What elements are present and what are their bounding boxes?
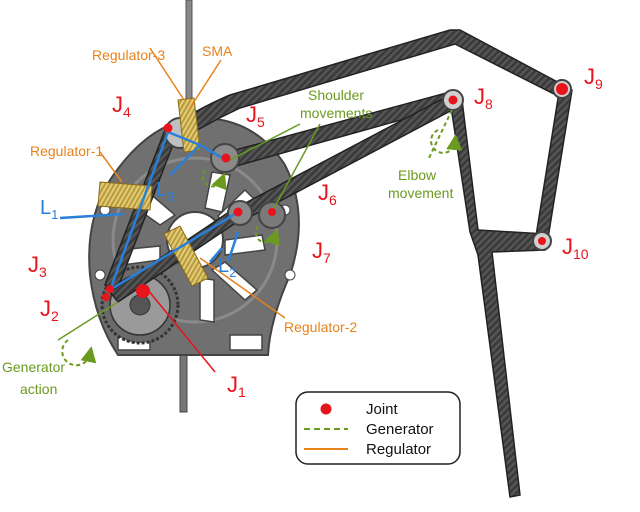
label-j5: J5	[246, 102, 265, 130]
legend-generator-label: Generator	[366, 421, 434, 438]
joint-dot-j9	[556, 83, 568, 95]
label-j8: J8	[474, 84, 493, 112]
label-l3: L3	[156, 179, 174, 204]
label-j6: J6	[318, 180, 337, 208]
label-shoulder-line1: Shoulder	[308, 87, 364, 103]
joint-dot-j2	[102, 293, 110, 301]
label-generator-line2: action	[20, 381, 57, 397]
joint-dot-j4	[163, 123, 173, 133]
label-elbow-line1: Elbow	[398, 167, 437, 183]
legend-joint-marker	[320, 403, 332, 415]
joint-dot-j7	[268, 208, 276, 216]
label-sma: SMA	[202, 43, 233, 59]
label-j9: J9	[584, 64, 603, 92]
bearings	[164, 79, 572, 251]
label-j3: J3	[28, 252, 47, 280]
label-j10: J10	[562, 234, 589, 262]
generator-arcs	[61, 109, 463, 367]
label-j1: J1	[227, 372, 246, 400]
label-elbow-line2: movement	[388, 185, 453, 201]
joint-dot-j10	[538, 237, 546, 245]
label-l1: L1	[40, 197, 58, 222]
label-j2: J2	[40, 296, 59, 324]
joint-dot-j6	[233, 207, 243, 217]
length-lines	[59, 130, 240, 292]
legend-regulator-label: Regulator	[366, 441, 431, 458]
label-l2: L2	[218, 255, 236, 280]
label-generator-line1: Generator	[2, 359, 65, 375]
regulators	[97, 97, 209, 287]
joint-dot-j3	[106, 285, 114, 293]
carbon-arms	[104, 29, 573, 498]
label-j7: J7	[312, 238, 331, 266]
label-shoulder-line2: movements	[300, 105, 372, 121]
joint-dot-j5	[221, 153, 231, 163]
joint-dots	[102, 83, 568, 301]
joint-dot-j8	[448, 95, 458, 105]
label-regulator-3: Regulator-3	[92, 47, 165, 63]
joint-dot-j1	[136, 284, 150, 298]
legend-box	[295, 391, 461, 465]
leader-lines	[57, 47, 321, 373]
legend-joint-label: Joint	[366, 401, 399, 418]
legend: Joint Generator Regulator	[295, 391, 461, 465]
label-regulator-2: Regulator-2	[284, 319, 357, 335]
label-j4: J4	[112, 92, 131, 120]
label-regulator-1: Regulator-1	[30, 143, 103, 159]
